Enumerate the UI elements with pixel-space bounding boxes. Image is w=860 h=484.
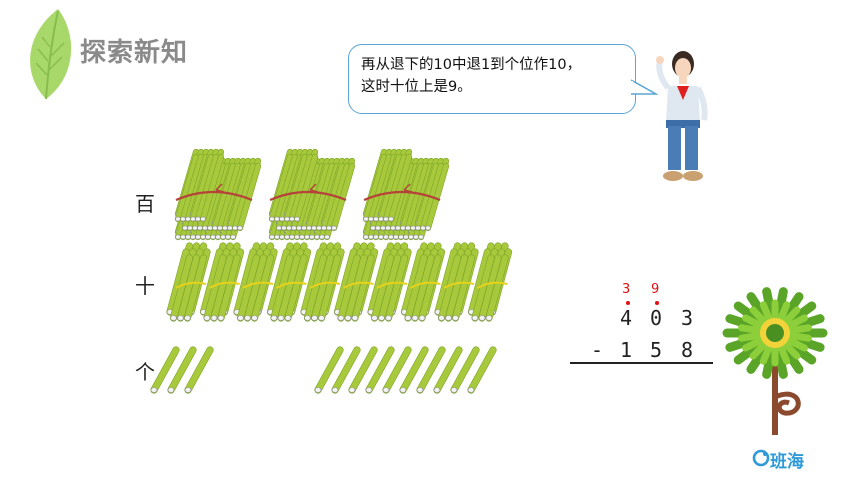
tens-bundle — [400, 242, 446, 322]
tens-bundle — [333, 242, 379, 322]
student-figure — [656, 51, 708, 181]
hundreds-bundle — [174, 148, 262, 241]
tens-bundle — [434, 242, 479, 322]
tens-bundle — [199, 242, 245, 322]
minuend-digit-ones: 3 — [681, 306, 694, 330]
minuend-digit-tens: 0 — [650, 306, 663, 330]
row-label-ones: 个 — [135, 360, 155, 384]
brand-name: 班海 — [770, 452, 804, 472]
speech-bubble: 再从退下的10中退1到个位作10， 这时十位上是9。 — [348, 44, 636, 114]
borrow-mark-tens: 9 — [651, 282, 660, 297]
speech-line-1: 再从退下的10中退1到个位作10， — [361, 57, 582, 73]
counting-sticks-area — [150, 148, 513, 394]
speech-bubble-tail — [630, 79, 658, 95]
borrow-dot-hundreds — [626, 301, 630, 305]
row-label-tens: 十 — [135, 274, 155, 298]
leaf-icon — [30, 9, 72, 100]
minus-sign: - — [591, 338, 604, 362]
borrow-dot-tens — [655, 301, 659, 305]
page-title: 探索新知 — [80, 38, 189, 68]
ones-sticks-group — [314, 346, 497, 394]
tens-bundle — [233, 242, 278, 322]
subtrahend-digit-tens: 5 — [650, 338, 663, 362]
flower-icon — [722, 287, 828, 435]
hundreds-bundle — [362, 148, 450, 241]
speech-line-2: 这时十位上是9。 — [361, 79, 472, 95]
subtrahend-digit-hundreds: 1 — [620, 338, 633, 362]
ones-sticks-group — [150, 346, 214, 394]
tens-bundle — [467, 242, 513, 322]
tens-bundle — [266, 242, 312, 322]
brand-logo-icon — [752, 449, 770, 467]
calc-underline — [570, 362, 713, 364]
tens-bundle — [300, 242, 345, 322]
borrow-mark-hundreds: 3 — [622, 282, 631, 297]
row-label-hundreds: 百 — [135, 192, 155, 216]
tens-bundle — [367, 242, 412, 322]
hundreds-bundle — [268, 148, 356, 241]
subtrahend-digit-ones: 8 — [681, 338, 694, 362]
tens-bundle — [166, 242, 211, 322]
minuend-digit-hundreds: 4 — [620, 306, 633, 330]
